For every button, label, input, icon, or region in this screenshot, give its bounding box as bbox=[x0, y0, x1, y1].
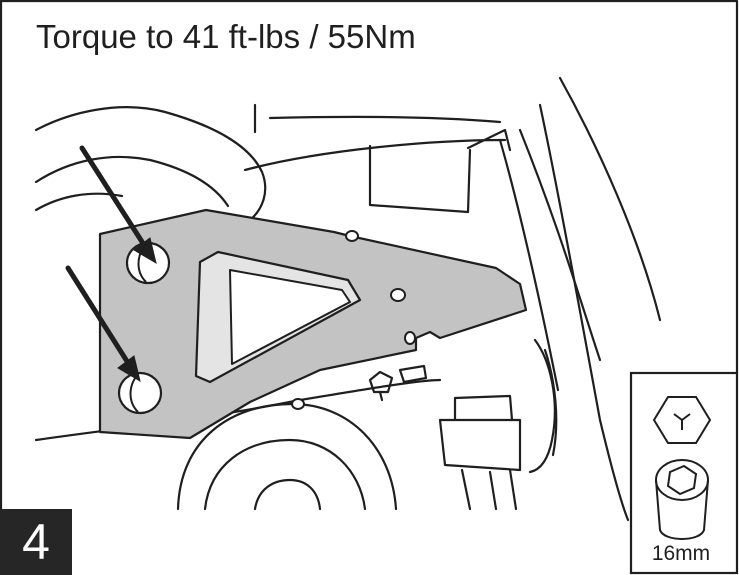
lower-strut-right bbox=[508, 468, 518, 511]
right-rail-line bbox=[518, 128, 602, 362]
tire-hub bbox=[253, 478, 322, 511]
right-curve-top bbox=[558, 76, 662, 322]
chassis-panel bbox=[368, 144, 472, 214]
torque-instruction-heading: Torque to 41 ft-lbs / 55Nm bbox=[36, 18, 416, 55]
tool-inset bbox=[629, 371, 739, 575]
clip-part bbox=[368, 370, 394, 402]
coil-bracket bbox=[528, 338, 556, 474]
bracket-stud bbox=[345, 230, 359, 242]
lower-strut-left bbox=[460, 468, 472, 511]
body-curve-lower bbox=[34, 155, 230, 208]
lower-bolt bbox=[117, 371, 163, 415]
chassis-rear bbox=[466, 128, 512, 152]
tire-inner bbox=[203, 438, 367, 511]
hex-bolt-icon bbox=[652, 396, 712, 444]
socket-icon bbox=[655, 459, 709, 540]
socket-size-label: 16mm bbox=[651, 542, 711, 565]
right-rail-outer bbox=[538, 103, 630, 522]
body-curve-upper bbox=[34, 106, 267, 222]
bracket-cutout-inner bbox=[229, 269, 351, 365]
frame-border bbox=[0, 0, 739, 375]
coil-bracket-inner bbox=[543, 348, 558, 457]
lower-strut-mid bbox=[488, 470, 498, 511]
chassis-top-line bbox=[253, 103, 502, 134]
arrow-lower-bolt bbox=[65, 265, 141, 383]
bracket-stud-lower bbox=[291, 398, 305, 410]
bracket-small-hole bbox=[390, 288, 406, 302]
arrow-upper-bolt bbox=[79, 145, 157, 265]
body-inner-line bbox=[34, 192, 124, 212]
chassis-ledge bbox=[243, 138, 507, 172]
lower-shock bbox=[438, 418, 522, 472]
right-rail-inner bbox=[498, 138, 560, 392]
clip-part-2 bbox=[398, 364, 428, 384]
step-number-badge: 4 bbox=[0, 509, 72, 575]
lower-shock-tube bbox=[453, 394, 514, 422]
bracket-slot bbox=[404, 331, 416, 345]
